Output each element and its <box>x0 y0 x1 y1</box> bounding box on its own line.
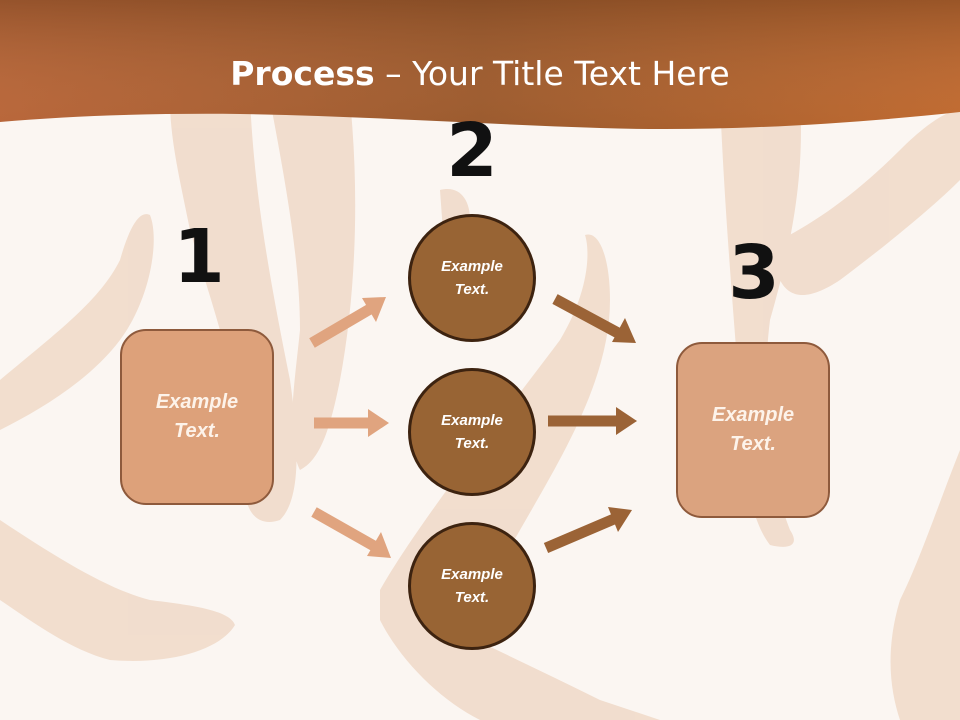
circle-top-text-line2: Text. <box>454 281 490 298</box>
arrow-bottom-to-3 <box>543 507 632 554</box>
step-1-text-line2: Text. <box>174 420 220 442</box>
step-number-3: 3 <box>728 230 780 316</box>
arrow-1-to-top <box>309 297 386 348</box>
step-1-text-line1: Example <box>155 391 239 413</box>
step-3-text-line2: Text. <box>730 433 776 455</box>
step-2-circle-middle: Example Text. <box>408 368 536 496</box>
step-number-1: 1 <box>173 214 225 300</box>
title-bold: Process <box>230 54 375 93</box>
circle-middle-text-line1: Example <box>441 412 503 429</box>
circle-middle-text-line2: Text. <box>454 435 490 452</box>
step-number-2: 2 <box>446 108 498 194</box>
arrow-middle-to-3 <box>548 407 637 435</box>
arrow-top-to-3 <box>552 294 636 343</box>
arrow-1-to-middle <box>314 409 389 437</box>
circle-bottom-text-line1: Example <box>441 566 503 583</box>
step-2-circle-bottom: Example Text. <box>408 522 536 650</box>
step-2-circle-top: Example Text. <box>408 214 536 342</box>
circle-top-text-line1: Example <box>441 258 503 275</box>
slide-title: Process – Your Title Text Here <box>0 54 960 93</box>
step-1-box: Example Text. <box>120 329 274 505</box>
step-3-text-line1: Example <box>711 404 795 426</box>
circle-bottom-text-line2: Text. <box>454 589 490 606</box>
step-3-box: Example Text. <box>676 342 830 518</box>
title-rest: – Your Title Text Here <box>374 54 730 93</box>
arrow-1-to-bottom <box>311 507 391 558</box>
